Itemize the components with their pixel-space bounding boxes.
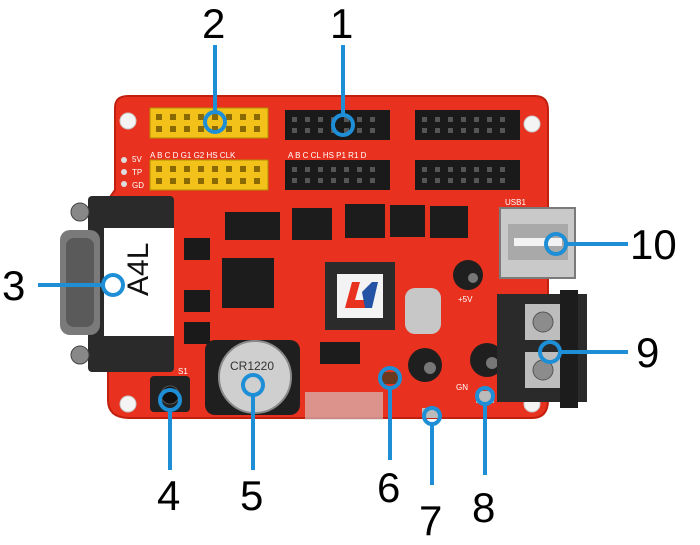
capacitors <box>408 260 504 382</box>
callout-number-6: 6 <box>377 464 400 511</box>
callout-number-1: 1 <box>330 0 353 47</box>
mount-hole <box>523 115 541 133</box>
callout-ring-8 <box>475 386 495 406</box>
callout-ring-10 <box>544 232 568 256</box>
power-terminal <box>497 290 587 408</box>
mount-hole <box>119 112 137 130</box>
black-header-hub12 <box>285 110 520 190</box>
gnd-label: GN <box>456 383 468 392</box>
callout-number-5: 5 <box>240 472 263 519</box>
usb-label: USB1 <box>505 198 526 207</box>
component-7 <box>422 408 438 418</box>
callout-number-4: 4 <box>157 472 180 519</box>
callout-ring-5 <box>241 373 265 397</box>
pad-header <box>305 392 383 420</box>
battery-text: CR1220 <box>230 359 274 373</box>
crystal <box>405 288 441 334</box>
callout-ring-9 <box>538 340 562 364</box>
voltage-label: +5V <box>458 295 473 304</box>
pin-pad <box>121 181 127 187</box>
callout-ring-3 <box>101 273 125 297</box>
pin-pad <box>121 157 127 163</box>
callout-ring-7 <box>422 406 442 426</box>
label-sticker <box>104 228 174 336</box>
silk-tp: TP <box>132 168 142 177</box>
silk-row-b: A B C CL HS P1 R1 D <box>288 151 367 160</box>
ic-chips <box>184 204 468 364</box>
chip-logo <box>337 274 383 318</box>
callout-number-3: 3 <box>2 262 25 309</box>
callout-number-7: 7 <box>419 497 442 540</box>
callout-number-8: 8 <box>472 484 495 531</box>
mount-hole <box>119 395 137 413</box>
serial-port-db9: A4L <box>60 196 174 372</box>
component-6 <box>382 372 398 384</box>
callout-ring-4 <box>158 388 182 412</box>
callout-number-10: 10 <box>630 221 677 268</box>
sticker-text: A4L <box>122 243 155 296</box>
s1-label: S1 <box>178 367 188 376</box>
callout-number-9: 9 <box>636 329 659 376</box>
yellow-header-hub08 <box>149 107 269 191</box>
silk-gd: GD <box>132 181 144 190</box>
silk-row-a: A B C D G1 G2 HS CLK <box>150 151 236 160</box>
silk-5v: 5V <box>132 155 142 164</box>
callout-number-2: 2 <box>202 0 225 47</box>
callout-ring-2 <box>203 110 227 134</box>
pin-pad <box>121 169 127 175</box>
callouts <box>38 45 628 485</box>
callout-ring-6 <box>378 366 402 390</box>
callout-ring-1 <box>331 113 355 137</box>
